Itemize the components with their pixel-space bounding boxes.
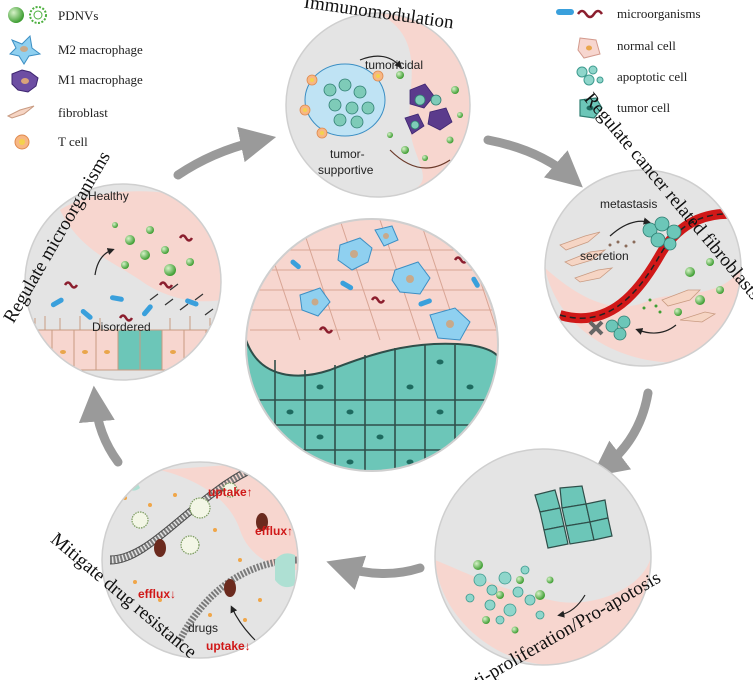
- label-secretion: secretion: [580, 249, 629, 263]
- tumor-cluster: [534, 485, 613, 549]
- microorganism-icon: [556, 9, 604, 19]
- blood-vessel: [558, 208, 741, 324]
- arrow-micro-to-immune: [173, 126, 277, 180]
- tumoricidal-cluster: [404, 83, 453, 135]
- label-efflux-down: efflux↓: [138, 587, 176, 601]
- legend-item-tcell: T cell: [14, 134, 88, 150]
- cycle-arrows: [78, 126, 653, 590]
- center-tumor: [245, 218, 499, 472]
- arrow-apop-to-drug: [326, 555, 425, 590]
- block-cross-icon: [588, 320, 604, 336]
- panel-caf: Regulate cancer related fibroblasts meta…: [544, 89, 753, 367]
- label-tumor-supportive-1: tumor-: [330, 147, 365, 161]
- legend-label: normal cell: [617, 38, 676, 53]
- legend-item-pdnv: PDNVs: [8, 6, 98, 24]
- panel-apoptosis: Anti-proliferation/Pro-apotosis: [434, 448, 664, 680]
- legend-item-apoptotic-cell: apoptotic cell: [576, 65, 688, 86]
- label-tumoricidal: tumoricidal: [365, 58, 423, 72]
- label-efflux-up: efflux↑: [255, 524, 293, 538]
- label-healthy: Healthy: [88, 189, 129, 203]
- panel-drug-resistance: Mitigate drug resistance uptake↑ efflux↑…: [46, 461, 299, 663]
- arrow-drug-to-micro: [78, 385, 123, 467]
- legend-item-fibroblast: fibroblast: [6, 105, 108, 120]
- label-metastasis: metastasis: [600, 197, 657, 211]
- pdnv-icon: [8, 6, 47, 24]
- legend-item-normal-cell: normal cell: [577, 37, 676, 59]
- arrow-caf-to-apop: [591, 388, 653, 477]
- tumor-supportive-cluster: [299, 63, 386, 139]
- label-uptake-down: uptake↓: [206, 639, 251, 653]
- legend-label: PDNVs: [58, 8, 98, 23]
- apoptotic-cell-icon: [576, 65, 604, 86]
- arrow-immune-to-caf: [483, 135, 583, 188]
- legend-item-m1: M1 macrophage: [11, 69, 143, 93]
- legend-right: microorganisms normal cell apoptotic cel…: [556, 6, 701, 119]
- legend-label: apoptotic cell: [617, 69, 688, 84]
- legend-label: fibroblast: [58, 105, 108, 120]
- panel-microorganisms: Regulate microorganisms Healthy Disorder…: [0, 148, 222, 381]
- label-tumor-supportive-2: supportive: [318, 163, 374, 177]
- legend-item-tumor-cell: tumor cell: [579, 97, 670, 119]
- epithelium: [29, 329, 221, 371]
- legend-label: tumor cell: [617, 100, 670, 115]
- legend-label: M2 macrophage: [58, 42, 143, 57]
- legend-item-m2: M2 macrophage: [9, 34, 143, 65]
- label-drugs: drugs: [188, 621, 218, 635]
- fibroblast-icon: [6, 105, 35, 119]
- legend-label: M1 macrophage: [58, 72, 143, 87]
- label-disordered: Disordered: [92, 320, 151, 334]
- legend-label: T cell: [58, 134, 88, 149]
- legend-label: microorganisms: [617, 6, 701, 21]
- label-uptake-up: uptake↑: [208, 485, 253, 499]
- legend-item-microorganisms: microorganisms: [556, 6, 701, 21]
- legend-left: PDNVs M2 macrophage M1 macrophage fibrob…: [6, 6, 143, 150]
- panel-immunomodulation: Immunomodulation tumoricidal tumor- supp…: [285, 0, 471, 198]
